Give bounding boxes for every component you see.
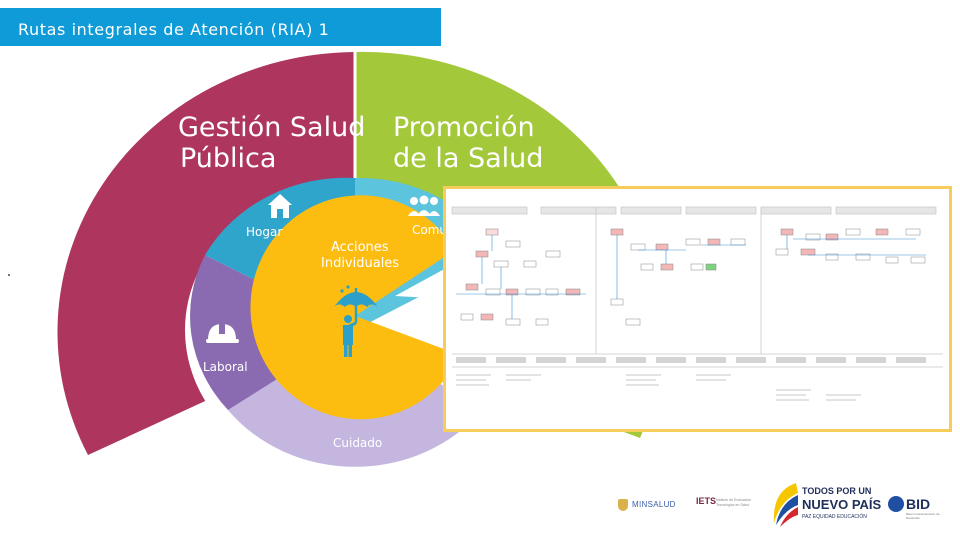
todos-line1: TODOS POR UN xyxy=(802,486,872,496)
label-promocion-line1: Promoción xyxy=(393,112,535,143)
bid-subtitle: Banco Interamericano de Desarrollo xyxy=(906,512,940,520)
page-title: Rutas integrales de Atención (RIA) 1 xyxy=(0,8,441,46)
minsalud-logo: MINSALUD xyxy=(618,497,678,515)
people-icon xyxy=(408,195,440,216)
bid-globe-icon xyxy=(888,496,904,512)
bid-text: BID xyxy=(906,496,931,512)
iets-text: IETS xyxy=(696,496,717,506)
iets-subtitle: Instituto de Evaluación Tecnológica en S… xyxy=(716,498,752,507)
flag-swoosh-icon xyxy=(773,483,798,527)
label-hogar: Hogar xyxy=(246,225,282,239)
house-icon xyxy=(268,194,292,218)
todos-por-un-nuevo-pais-logo: TODOS POR UN NUEVO PAÍS PAZ EQUIDAD EDUC… xyxy=(768,480,882,528)
iets-logo: IETS Instituto de Evaluación Tecnológica… xyxy=(696,494,760,518)
label-gestion-line2: Pública xyxy=(180,143,276,174)
helmet-icon xyxy=(206,324,239,343)
label-promocion-line2: de la Salud xyxy=(393,143,543,174)
todos-line3: PAZ EQUIDAD EDUCACIÓN xyxy=(802,514,867,520)
flowchart-document-preview xyxy=(443,186,952,432)
shield-icon xyxy=(618,499,628,511)
label-acciones-line2: Individuales xyxy=(321,256,399,271)
todos-line2: NUEVO PAÍS xyxy=(802,497,882,512)
label-acciones-line1: Acciones xyxy=(331,240,389,255)
bid-logo: BID Banco Interamericano de Desarrollo xyxy=(888,494,948,520)
minsalud-text: MINSALUD xyxy=(632,500,676,509)
stray-mark xyxy=(8,274,10,276)
umbrella-person-icon xyxy=(334,285,378,357)
label-laboral: Laboral xyxy=(203,360,248,374)
label-cuidado: Cuidado xyxy=(333,436,382,450)
label-gestion-line1: Gestión Salud xyxy=(178,112,365,143)
flowchart-document-icon xyxy=(446,189,949,429)
